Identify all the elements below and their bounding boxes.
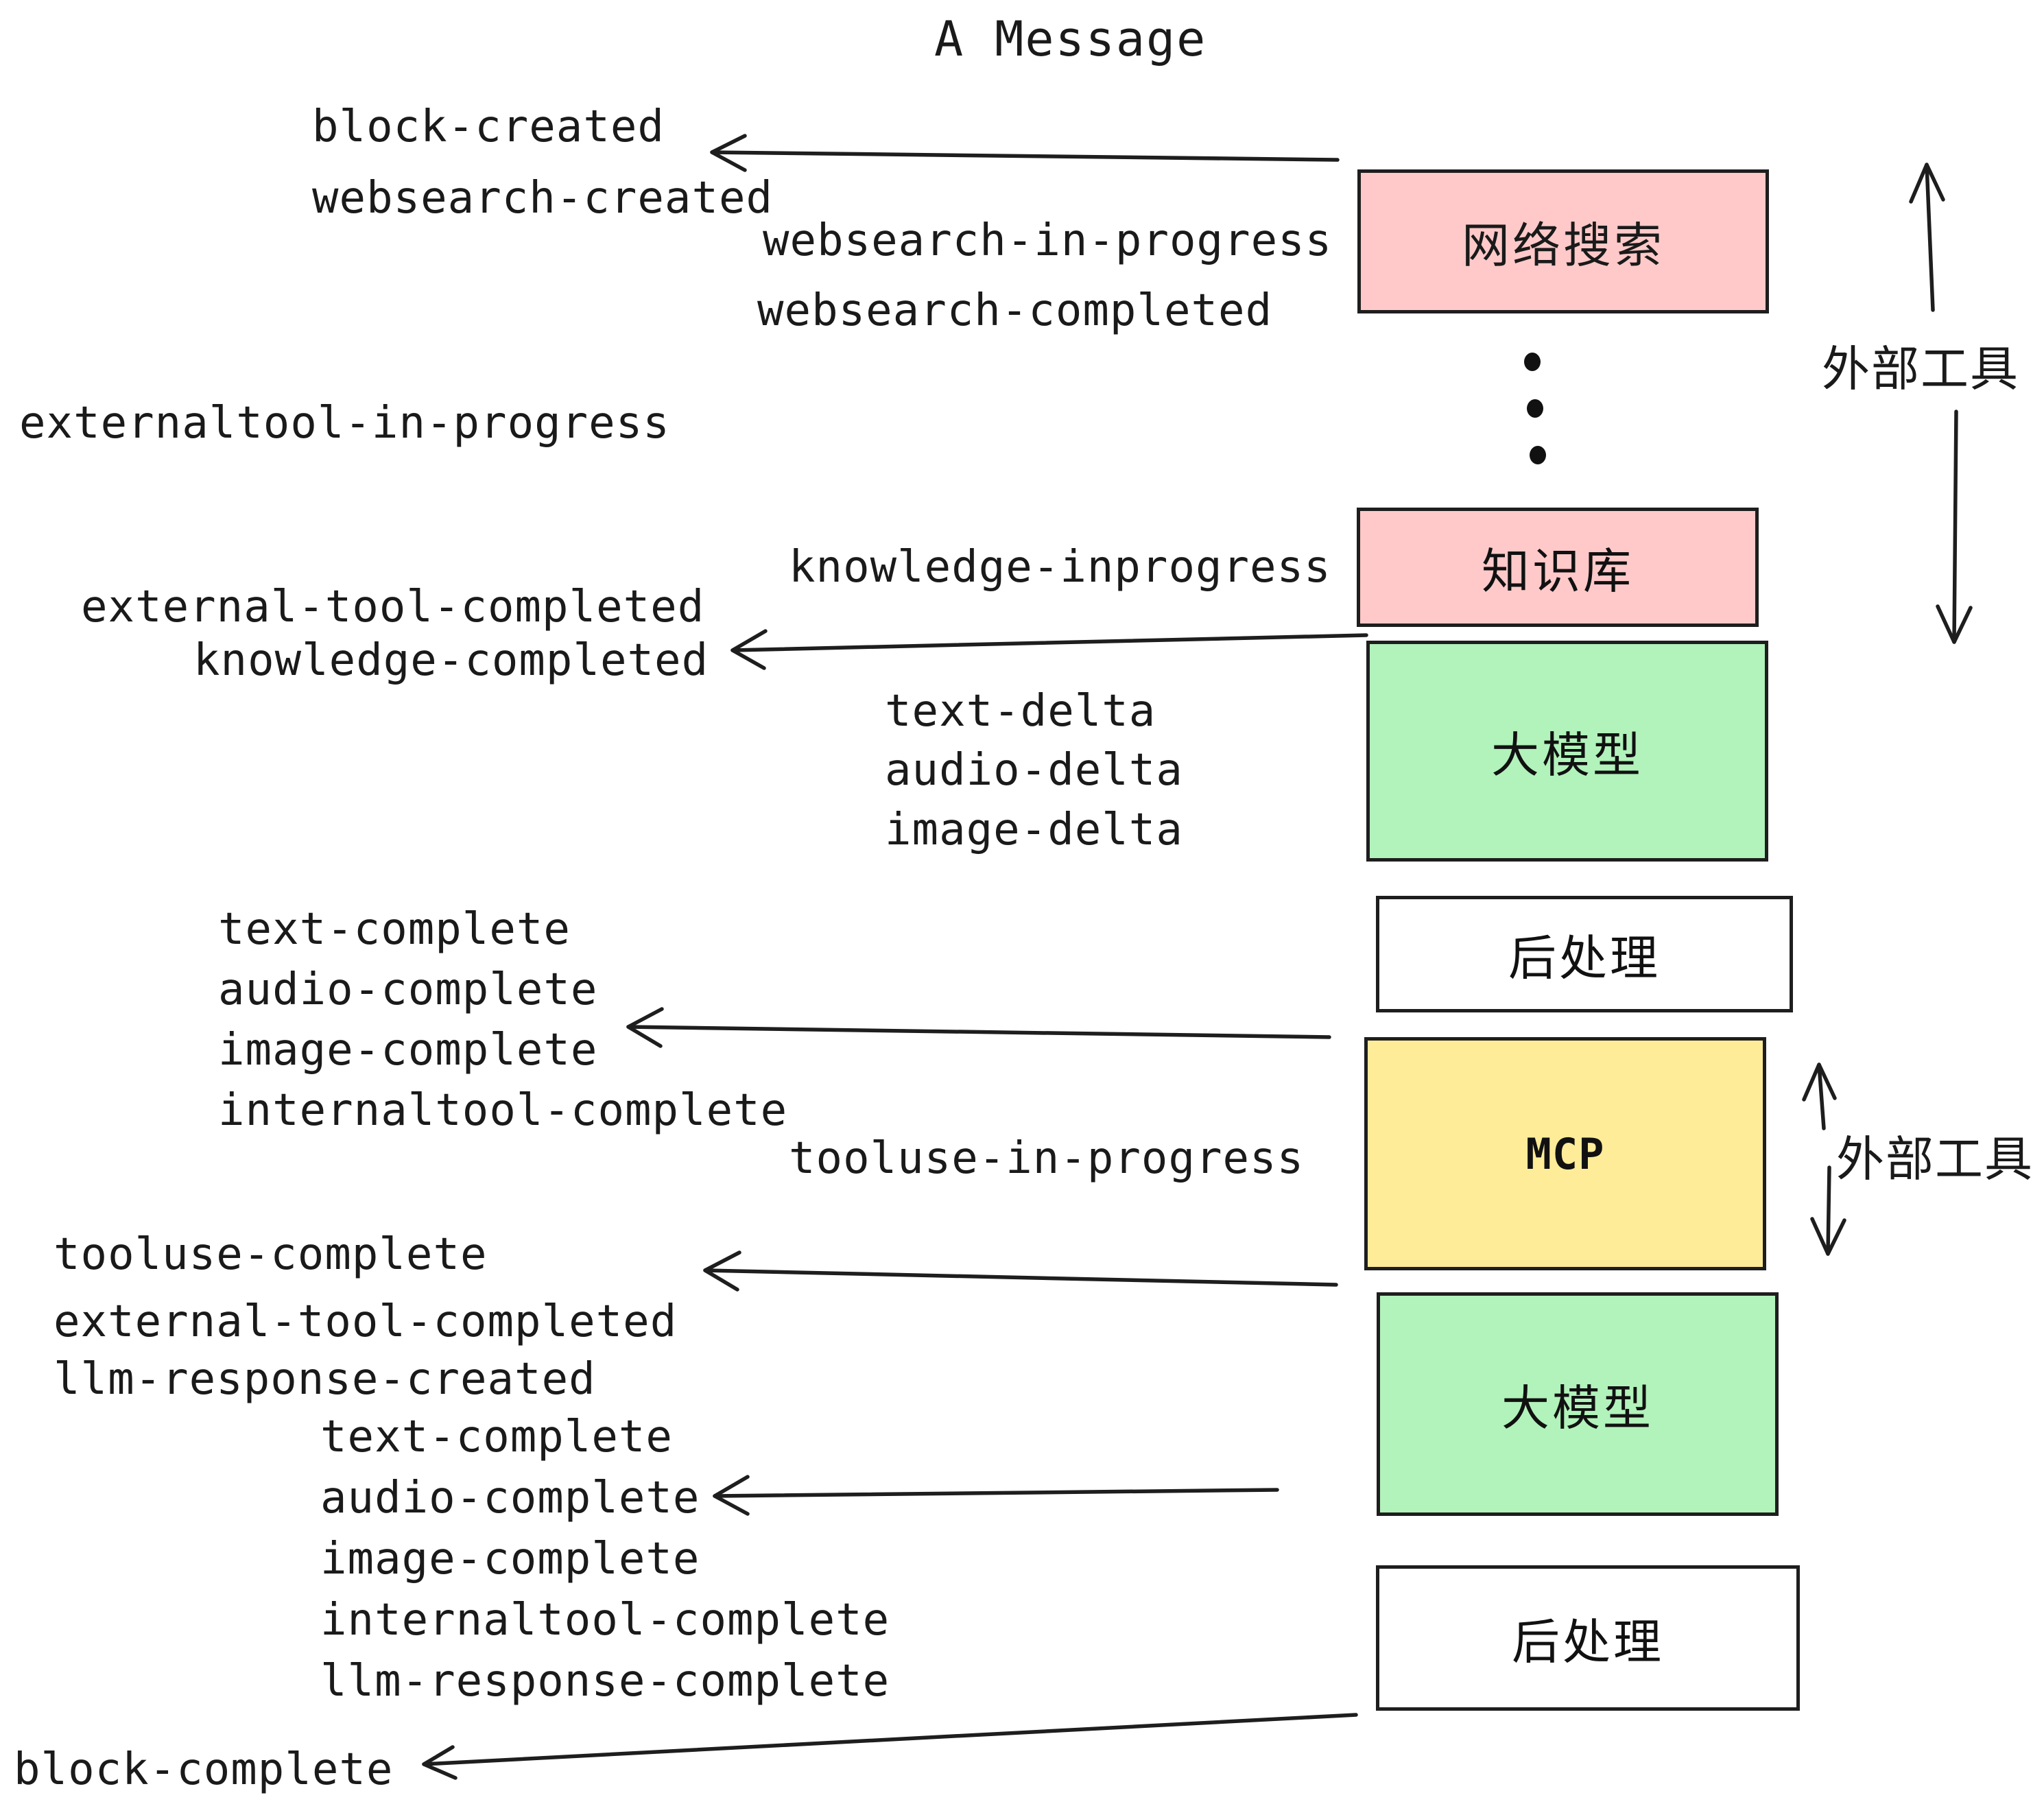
event-label-knowledge-completed: knowledge-completed [193,635,709,686]
event-label-text-complete-1: text-complete [218,904,571,955]
node-llm-1: 大模型 [1366,641,1768,862]
arrow-to-tooluse-complete [703,1250,1338,1292]
node-mcp-label: MCP [1525,1128,1605,1179]
side-label-external-tools-2: 外部工具 [1836,1132,2034,1186]
ellipsis-dot [1530,446,1546,464]
external-tools-2-up-arrow [1802,1063,1837,1130]
event-label-audio-complete-1: audio-complete [218,964,598,1015]
node-mcp: MCP [1364,1037,1766,1270]
event-label-internaltool-complete-2: internaltool-complete [320,1595,890,1646]
arrow-to-block-created [710,134,1340,172]
external-tools-1-up-arrow [1909,163,1945,312]
event-label-audio-delta-1: audio-delta [885,745,1183,796]
event-label-external-tool-completed-2: external-tool-completed [54,1296,678,1347]
event-label-image-delta-1: image-delta [885,805,1183,855]
event-label-websearch-in-progress: websearch-in-progress [763,215,1333,266]
node-postprocess-2: 后处理 [1376,1565,1800,1711]
event-label-block-complete: block-complete [14,1744,394,1795]
event-label-llm-response-created: llm-response-created [54,1354,596,1405]
event-label-text-delta-1: text-delta [885,686,1156,737]
node-websearch-label: 网络搜索 [1462,218,1665,272]
event-label-image-complete-2: image-complete [320,1534,700,1585]
node-knowledge-label: 知识库 [1482,544,1634,598]
event-label-text-complete-2: text-complete [320,1412,673,1462]
event-label-tooluse-complete: tooluse-complete [54,1229,488,1280]
event-label-image-complete-1: image-complete [218,1025,598,1076]
arrow-to-image-complete [626,1007,1331,1048]
event-label-audio-complete-2: audio-complete [320,1473,700,1523]
event-label-knowledge-inprogress: knowledge-inprogress [789,542,1331,593]
side-label-external-tools-1: 外部工具 [1822,342,2019,396]
event-label-llm-response-complete: llm-response-complete [320,1656,890,1707]
node-llm-1-label: 大模型 [1491,728,1643,782]
event-label-websearch-completed: websearch-completed [757,285,1273,336]
event-label-tooluse-in-progress: tooluse-in-progress [789,1133,1305,1184]
external-tools-1-down-arrow [1936,410,1973,644]
event-label-external-tool-completed-1: external-tool-completed [81,582,705,632]
node-llm-2-label: 大模型 [1501,1381,1654,1435]
node-postprocess-1: 后处理 [1376,896,1793,1012]
page-title: A Message [934,11,1207,67]
event-label-externaltool-in-progress: externaltool-in-progress [19,398,670,449]
event-label-block-created: block-created [312,102,665,152]
node-llm-2: 大模型 [1377,1292,1779,1516]
event-label-websearch-created: websearch-created [312,173,774,224]
event-label-internaltool-complete-1: internaltool-complete [218,1085,788,1136]
node-websearch: 网络搜索 [1357,169,1769,313]
node-postprocess-1-label: 后处理 [1508,931,1661,985]
arrow-to-knowledge-completed [730,629,1368,670]
arrow-to-block-complete [422,1713,1358,1780]
ellipsis-dot [1524,353,1541,371]
node-postprocess-2-label: 后处理 [1512,1615,1664,1669]
arrow-to-audio-complete [713,1475,1279,1516]
ellipsis-dot [1527,399,1543,418]
node-knowledge: 知识库 [1357,508,1759,627]
